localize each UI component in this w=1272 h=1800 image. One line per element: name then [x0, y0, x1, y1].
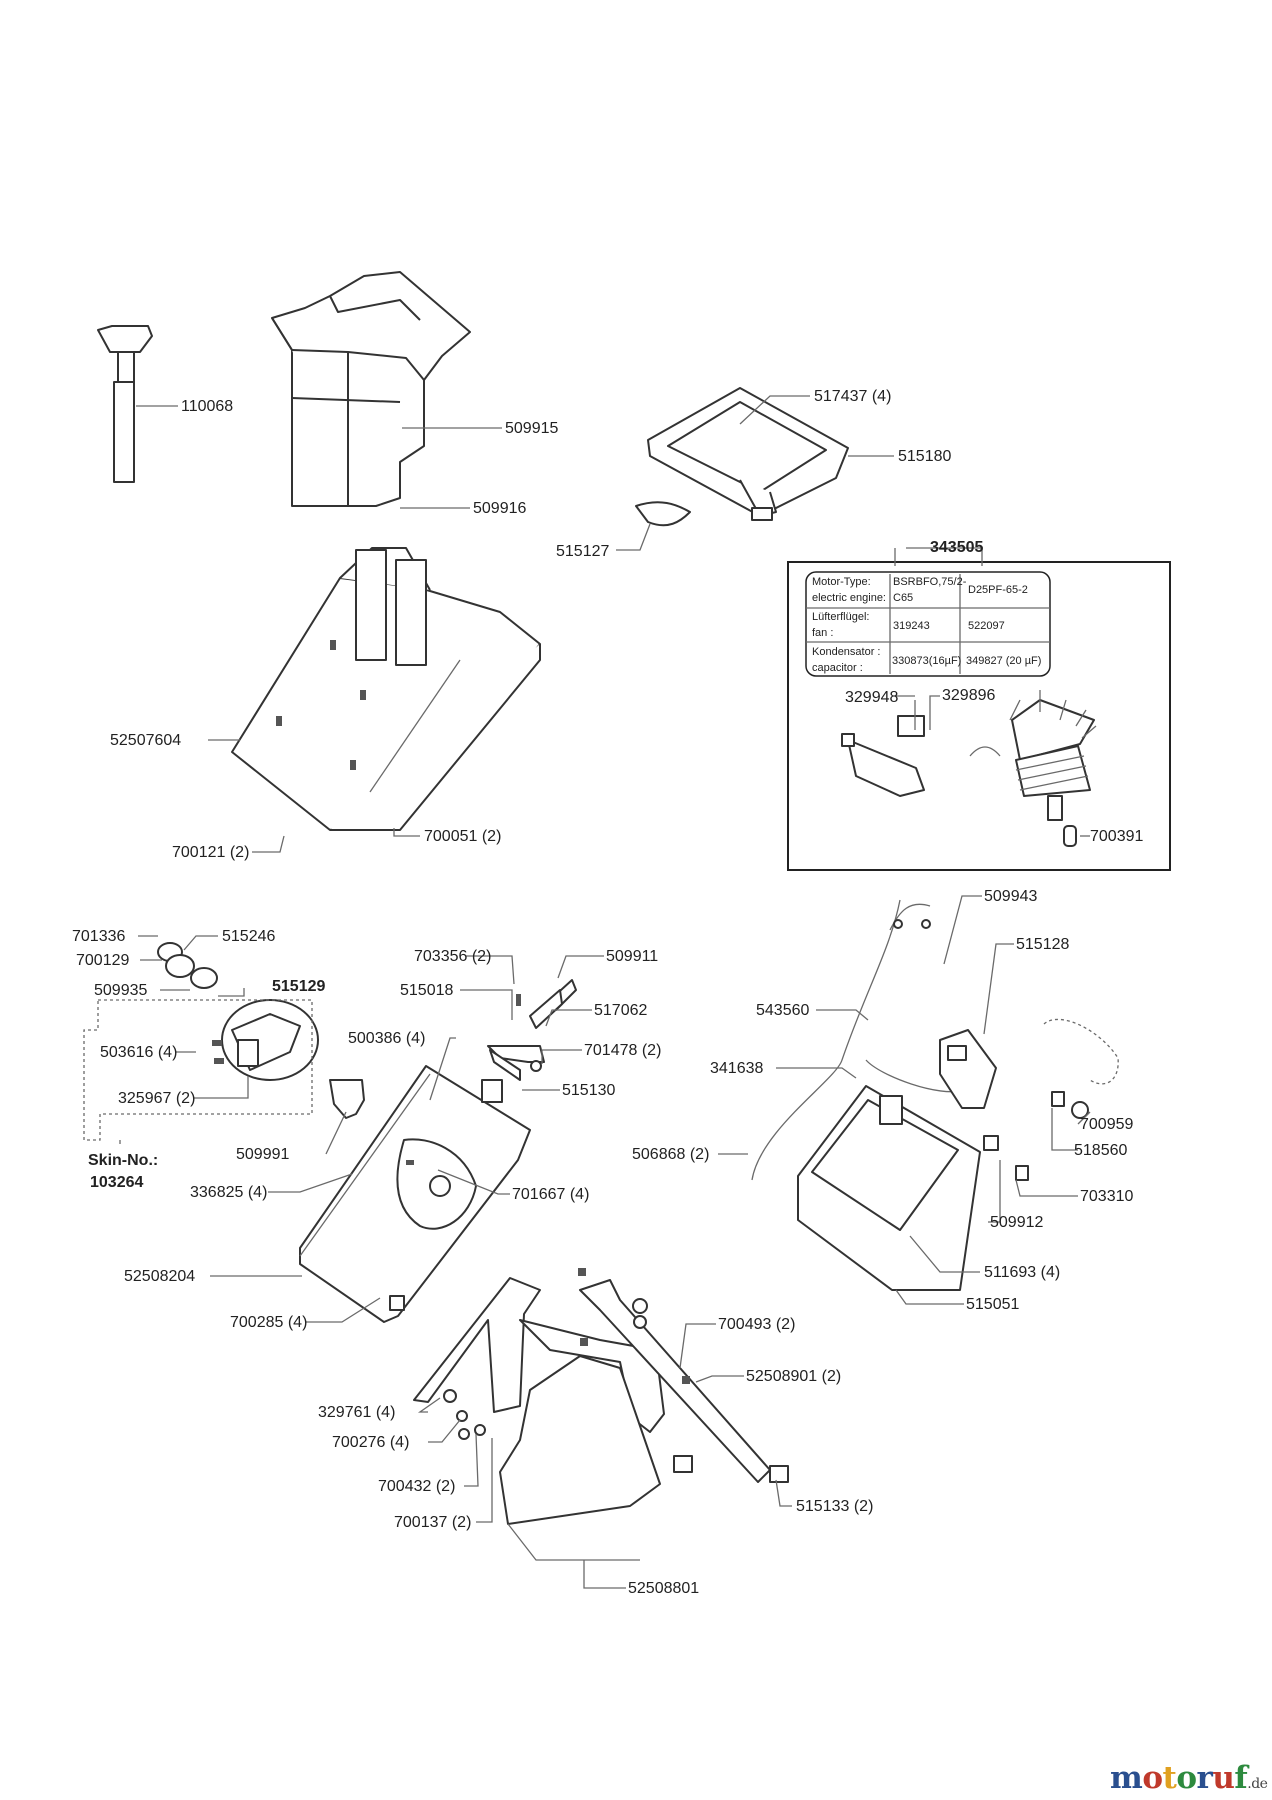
skin-no-value: 103264: [90, 1174, 143, 1191]
motor-assembly-box: [787, 561, 1171, 871]
label-701478: 701478 (2): [584, 1042, 661, 1059]
table-capacitor-en: capacitor :: [812, 662, 863, 674]
label-325967: 325967 (2): [118, 1090, 195, 1107]
logo-text: motoruf: [1110, 1760, 1248, 1796]
label-506868: 506868 (2): [632, 1146, 709, 1163]
table-motor-type-en: electric engine:: [812, 592, 886, 604]
logo-letter: o: [1176, 1760, 1197, 1796]
label-500386: 500386 (4): [348, 1030, 425, 1047]
leader-lines: [119, 395, 1091, 1589]
small-hopper-part: [647, 387, 849, 521]
label-700129: 700129: [76, 952, 129, 969]
label-701336: 701336: [72, 928, 125, 945]
label-509991: 509991: [236, 1146, 289, 1163]
label-700051: 700051 (2): [424, 828, 501, 845]
label-703356: 703356 (2): [414, 948, 491, 965]
label-341638: 341638: [710, 1060, 763, 1077]
logo-letter: f: [1234, 1760, 1248, 1796]
label-700493: 700493 (2): [718, 1316, 795, 1333]
table-fan-en: fan :: [812, 627, 833, 639]
label-52508204: 52508204: [124, 1268, 195, 1285]
table-capacitor-a: 330873(16µF): [892, 655, 961, 667]
label-343505: 343505: [930, 539, 983, 556]
label-509911: 509911: [606, 948, 658, 965]
table-motor-a-2: C65: [893, 592, 913, 604]
label-701667: 701667 (4): [512, 1186, 589, 1203]
base-plate-part: [299, 1065, 531, 1323]
table-motor-a-1: BSRBFO,75/2-: [893, 576, 967, 588]
skin-no-label: Skin-No.:: [88, 1152, 158, 1169]
label-509943: 509943: [984, 888, 1037, 905]
upper-hopper-part: [271, 271, 471, 507]
label-517437: 517437 (4): [814, 388, 891, 405]
label-52507604: 52507604: [110, 732, 181, 749]
label-515129: 515129: [272, 978, 325, 995]
logo-letter: m: [1110, 1760, 1143, 1796]
label-52508801: 52508801: [628, 1580, 699, 1597]
label-515051: 515051: [966, 1296, 1019, 1313]
label-700432: 700432 (2): [378, 1478, 455, 1495]
logo-letter: o: [1142, 1760, 1163, 1796]
table-motor-type-de: Motor-Type:: [812, 576, 871, 588]
label-700276: 700276 (4): [332, 1434, 409, 1451]
label-515018: 515018: [400, 982, 453, 999]
table-capacitor-de: Kondensator :: [812, 646, 881, 658]
motor-fan-part: [1009, 690, 1097, 821]
skin-kit-outline: [83, 999, 313, 1141]
label-515246: 515246: [222, 928, 275, 945]
label-511693: 511693 (4): [984, 1264, 1060, 1281]
label-515130: 515130: [562, 1082, 615, 1099]
seal-part: [635, 501, 691, 527]
switch-part: [939, 1029, 997, 1109]
frame-tubes-part: [413, 1268, 789, 1561]
label-509915: 509915: [505, 420, 558, 437]
label-515128: 515128: [1016, 936, 1069, 953]
table-fan-a: 319243: [893, 620, 930, 632]
table-fan-de: Lüfterflügel:: [812, 611, 869, 623]
t-handle-part: [97, 325, 153, 483]
label-700137: 700137 (2): [394, 1514, 471, 1531]
knob-parts: [157, 942, 218, 989]
logo-letter: t: [1162, 1760, 1177, 1796]
blade-parts: [481, 979, 577, 1103]
label-52508901: 52508901 (2): [746, 1368, 841, 1385]
logo-suffix: .de: [1247, 1776, 1268, 1792]
label-700959: 700959: [1080, 1116, 1133, 1133]
motoruf-logo: motoruf.de: [1110, 1760, 1268, 1796]
label-509916: 509916: [473, 500, 526, 517]
label-703310: 703310: [1080, 1188, 1133, 1205]
label-515180: 515180: [898, 448, 951, 465]
label-518560: 518560: [1074, 1142, 1127, 1159]
motor-spec-table: Motor-Type: electric engine: BSRBFO,75/2…: [812, 576, 1041, 674]
motor-housing-part: [797, 1085, 1029, 1291]
knife-holder-part: [329, 1079, 365, 1119]
key-part: [1063, 825, 1077, 847]
label-515127: 515127: [556, 543, 609, 560]
lower-housing-part: [231, 547, 541, 831]
table-fan-b: 522097: [968, 620, 1005, 632]
label-517062: 517062: [594, 1002, 647, 1019]
label-700391: 700391: [1090, 828, 1143, 845]
label-509935: 509935: [94, 982, 147, 999]
label-700121: 700121 (2): [172, 844, 249, 861]
label-515133: 515133 (2): [796, 1498, 873, 1515]
label-336825: 336825 (4): [190, 1184, 267, 1201]
table-capacitor-b: 349827 (20 µF): [966, 655, 1041, 667]
capacitor-part: [841, 733, 925, 797]
label-329896: 329896: [942, 687, 995, 704]
label-110068: 110068: [181, 398, 233, 415]
label-543560: 543560: [756, 1002, 809, 1019]
logo-letter: u: [1212, 1760, 1235, 1796]
label-509912: 509912: [990, 1214, 1043, 1231]
cutter-disc-part: [212, 999, 319, 1081]
table-motor-b: D25PF-65-2: [968, 584, 1028, 596]
label-329761: 329761 (4): [318, 1404, 395, 1421]
label-329948: 329948: [845, 689, 898, 706]
brush-part: [897, 715, 925, 737]
label-503616: 503616 (4): [100, 1044, 177, 1061]
label-700285: 700285 (4): [230, 1314, 307, 1331]
logo-letter: r: [1196, 1760, 1213, 1796]
coil-part: [1043, 1018, 1119, 1119]
